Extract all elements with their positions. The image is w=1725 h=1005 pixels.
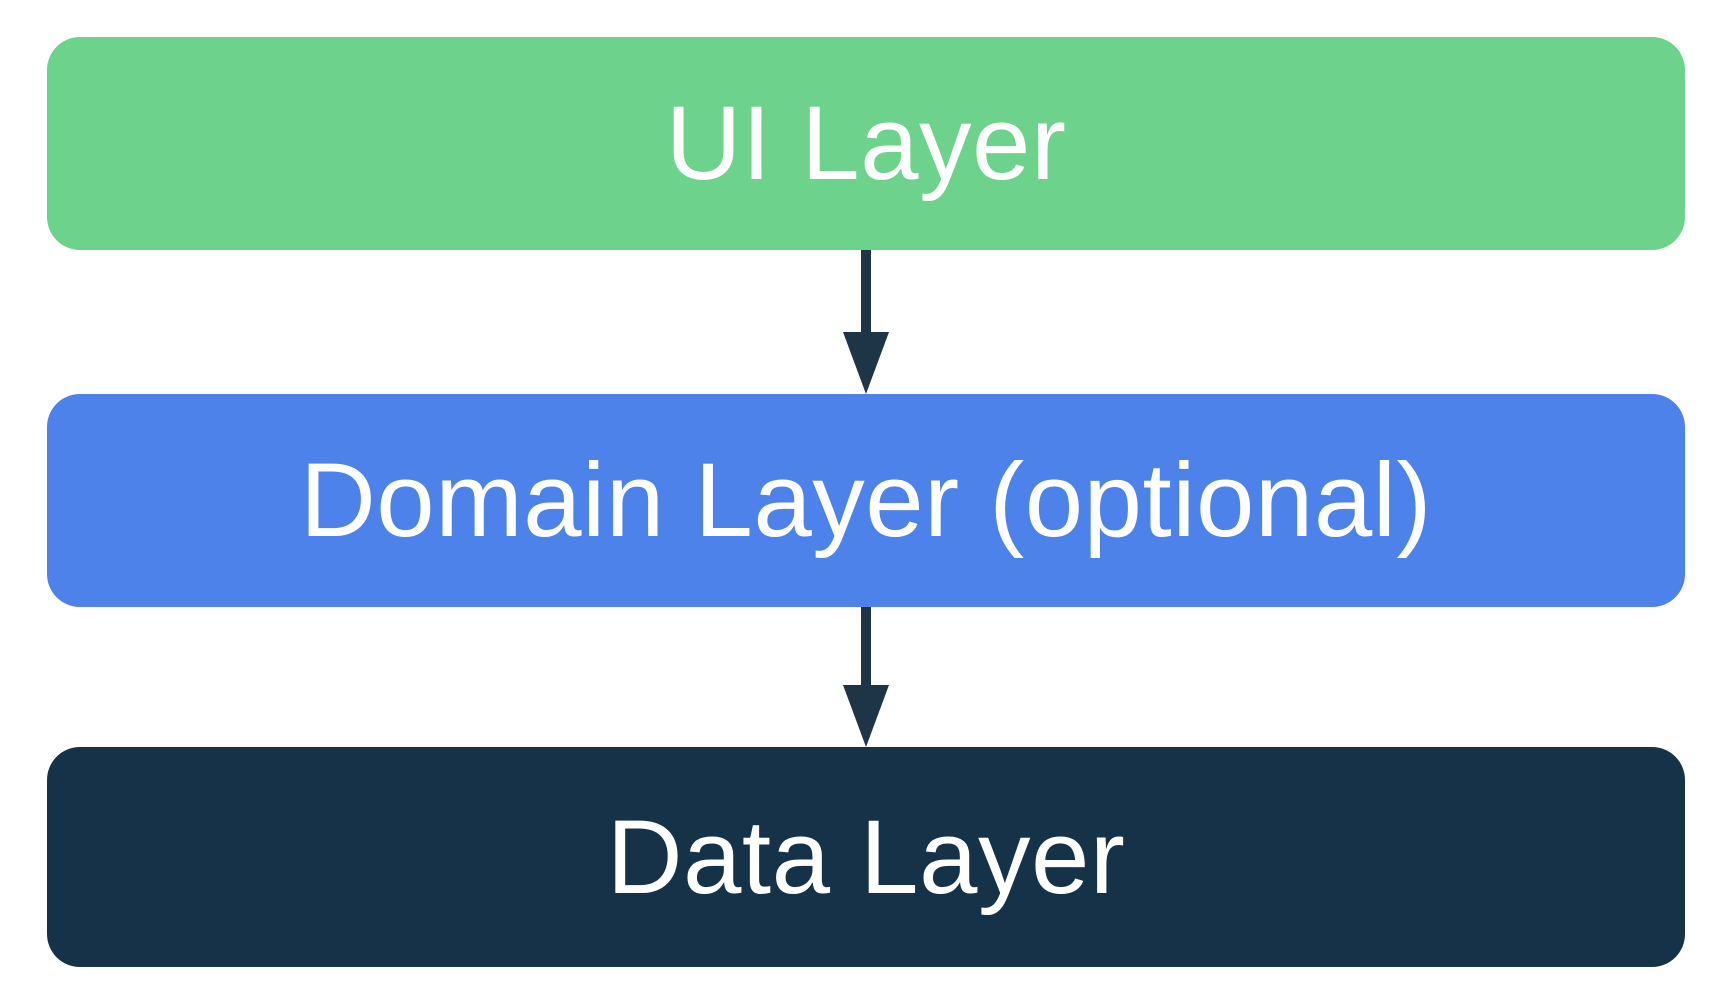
arrow-shaft xyxy=(861,607,871,691)
layer-label-data: Data Layer xyxy=(606,798,1126,916)
layer-label-ui: UI Layer xyxy=(665,85,1067,202)
layer-box-domain: Domain Layer (optional) xyxy=(47,394,1685,607)
layer-box-ui: UI Layer xyxy=(47,37,1685,250)
layer-label-domain: Domain Layer (optional) xyxy=(299,442,1433,559)
down-arrow-icon-domain-to-data xyxy=(843,607,889,747)
arrow-head xyxy=(843,685,889,747)
layer-box-data: Data Layer xyxy=(47,747,1685,967)
down-arrow-icon-ui-to-domain xyxy=(843,250,889,394)
arrow-shaft xyxy=(861,250,871,338)
arrow-head xyxy=(843,332,889,394)
